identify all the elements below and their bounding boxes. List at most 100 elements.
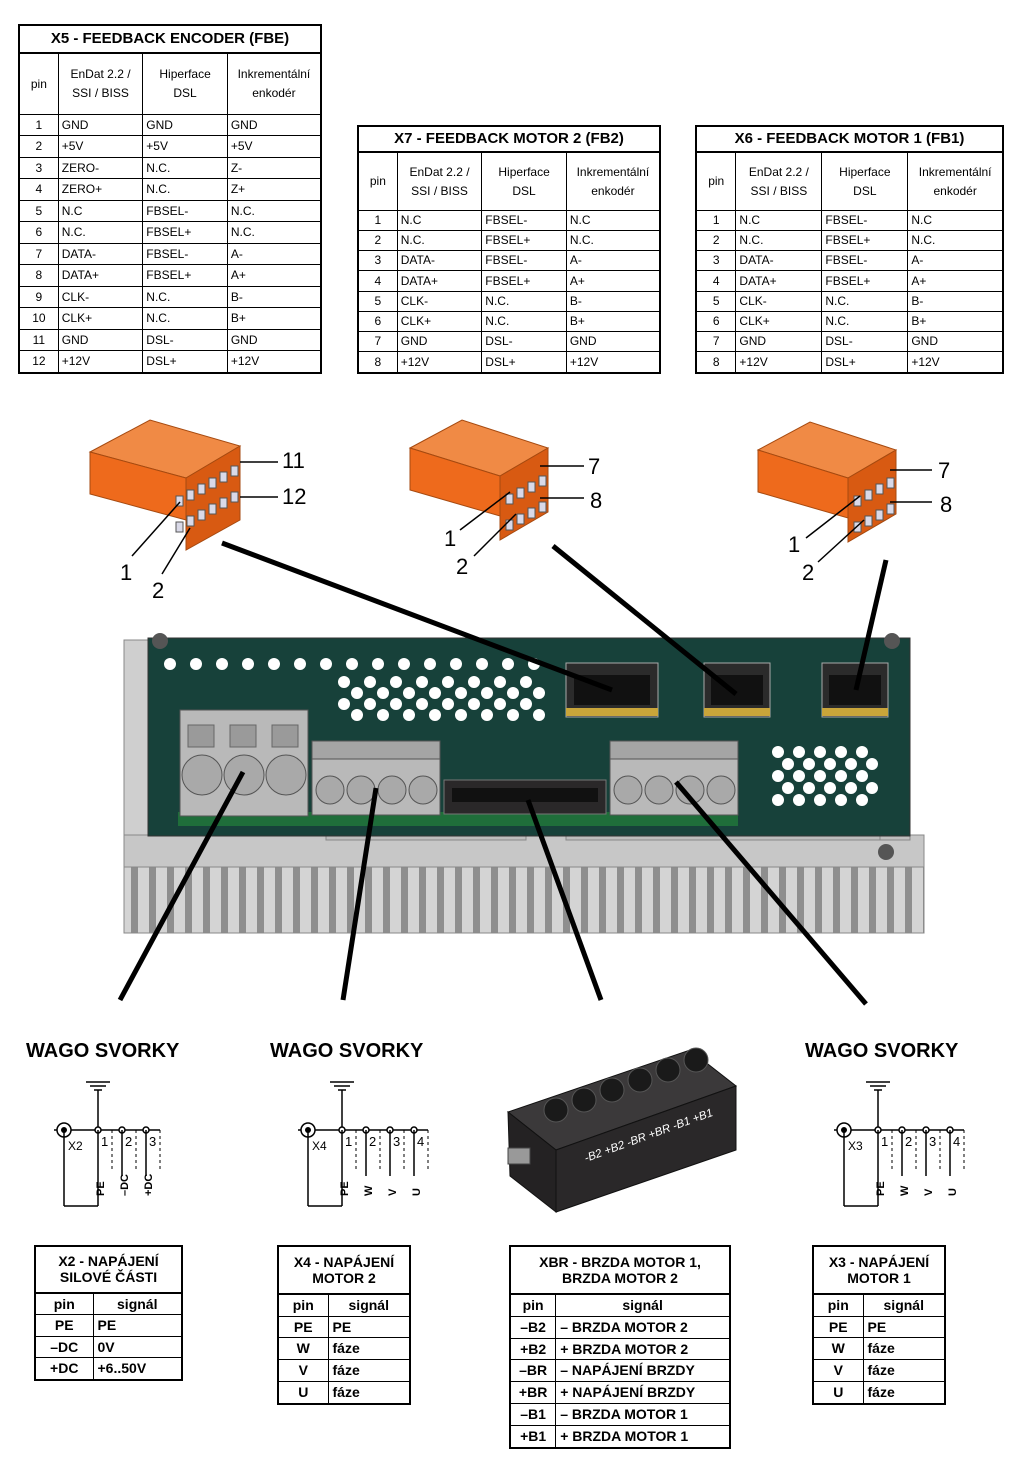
vent-hole: [164, 658, 176, 670]
x5-orange-plug: [88, 419, 242, 551]
wago-label-x3: WAGO SVORKY: [805, 1040, 959, 1062]
vent-hole: [824, 758, 836, 770]
x2-header-pin: pin: [34, 1292, 94, 1316]
vent-hole: [403, 687, 415, 699]
vent-hole: [190, 658, 202, 670]
xbr-header-pin: pin: [509, 1293, 557, 1317]
x2-header-signal: signál: [92, 1292, 183, 1316]
x3-header-signal: signál: [862, 1293, 946, 1317]
x6-label-mid: 8: [940, 492, 952, 517]
x7-pin-labels: 7 8 1 2: [444, 454, 602, 579]
xbr-socket: [443, 779, 607, 815]
x6-orange-plug: [756, 421, 898, 543]
x7-label-top: 7: [588, 454, 600, 479]
terminal-leader-lines: [117, 770, 868, 1006]
plug-pin: [527, 481, 536, 493]
x2-terminal-block: [179, 709, 309, 817]
x7-label-left: 1: [444, 526, 456, 551]
pin-number: 2: [125, 1134, 132, 1149]
x5-label-top: 11: [282, 448, 305, 473]
sym_x4-symbol-name: X4: [312, 1139, 327, 1153]
x7-label-bottom: 2: [456, 554, 468, 579]
plug-pin: [516, 513, 525, 525]
plug-pin: [186, 489, 195, 501]
vent-hole: [866, 758, 878, 770]
pin-number: 2: [905, 1134, 912, 1149]
x3-header-pin: pin: [812, 1293, 864, 1317]
vent-hole: [824, 782, 836, 794]
x7-table-title: X7 - FEEDBACK MOTOR 2 (FB2): [357, 125, 661, 154]
vent-hole: [507, 687, 519, 699]
vent-hole: [455, 709, 467, 721]
x6-table-title: X6 - FEEDBACK MOTOR 1 (FB1): [695, 125, 1004, 154]
plug-pin: [527, 507, 536, 519]
pin-signal: U: [411, 1188, 423, 1196]
pin-number: 4: [953, 1134, 960, 1149]
x4-terminal-block: [311, 740, 441, 816]
plug-pin: [219, 497, 228, 509]
plug-pin: [505, 493, 514, 505]
vent-hole: [481, 709, 493, 721]
x5-pin-labels: 11 12 1 2: [120, 448, 306, 603]
vent-hole: [866, 782, 878, 794]
vent-hole: [476, 658, 488, 670]
pin-signal: V: [387, 1188, 399, 1196]
vent-hole: [390, 698, 402, 710]
vent-hole: [364, 676, 376, 688]
vent-hole: [338, 676, 350, 688]
vent-hole: [528, 658, 540, 670]
x3-terminal-block: [609, 740, 739, 816]
header-endat: EnDat 2.2 /SSI / BISS: [57, 52, 144, 115]
vent-hole: [856, 746, 868, 758]
pin-number: 4: [417, 1134, 424, 1149]
vent-hole: [377, 709, 389, 721]
header-pin: pin: [18, 52, 59, 115]
x7-socket: [703, 662, 771, 718]
pin-signal: U: [947, 1188, 959, 1196]
vent-hole: [390, 676, 402, 688]
vent-hole: [442, 698, 454, 710]
x4-header-signal: signál: [327, 1293, 411, 1317]
wago-label-x2: WAGO SVORKY: [26, 1040, 180, 1062]
vent-hole: [372, 658, 384, 670]
pin-number: 3: [149, 1134, 156, 1149]
vent-hole: [494, 698, 506, 710]
xbr-table-title: XBR - BRZDA MOTOR 1,BRZDA MOTOR 2: [509, 1245, 731, 1295]
plug-pin: [175, 495, 184, 507]
vent-hole: [856, 770, 868, 782]
feedback-leader-lines: [221, 540, 889, 696]
xbr-plug-label: -B2 +B2 -BR +BR -B1 +B1: [583, 1107, 715, 1165]
table-row: +BR+ NAPÁJENÍ BRZDY: [509, 1381, 731, 1405]
vent-hole: [416, 676, 428, 688]
plug-pin: [864, 515, 873, 527]
vent-hole: [835, 746, 847, 758]
pin-number: 2: [369, 1134, 376, 1149]
pin-signal: W: [899, 1185, 911, 1196]
plug-pin: [208, 503, 217, 515]
x5-label-bottom: 2: [152, 578, 164, 603]
table-row: –B2– BRZDA MOTOR 2: [509, 1315, 731, 1339]
